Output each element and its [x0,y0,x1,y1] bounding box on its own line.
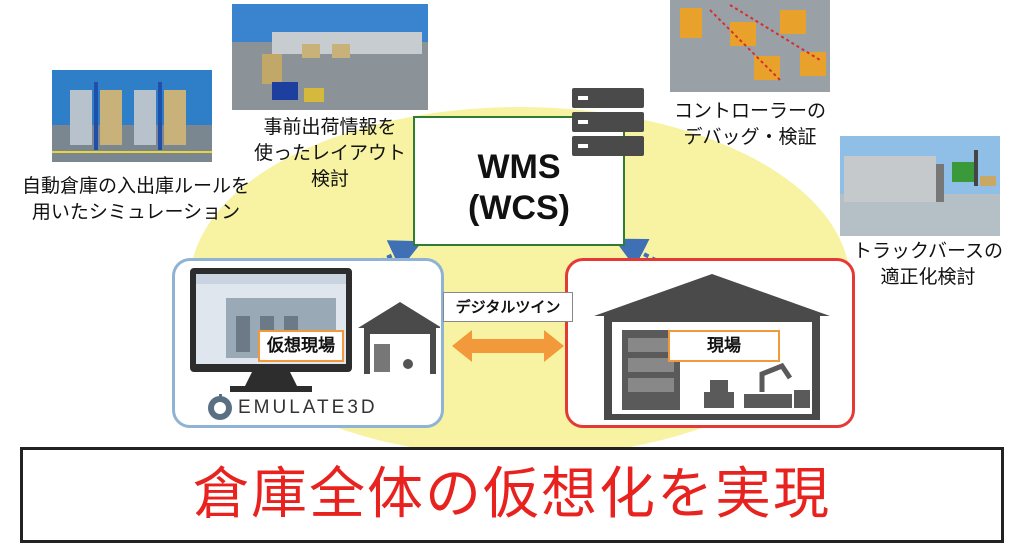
auto-warehouse-image [52,70,212,162]
bidirectional-arrow [452,330,564,362]
banner-text: 倉庫全体の仮想化を実現 [193,462,831,527]
virtual-site-label: 仮想現場 [258,330,344,362]
summary-banner: 倉庫全体の仮想化を実現 [20,447,1004,543]
auto-warehouse-caption: 自動倉庫の入出庫ルールを 用いたシミュレーション [21,175,250,223]
emulate3d-logo-text: EMULATE3D [238,397,378,418]
layout-study-image [232,4,428,110]
digital-twin-label: デジタルツイン [443,292,573,322]
wms-subtitle: (WCS) [468,189,570,227]
truck-berth-caption: トラックバースの 適正化検討 [852,240,1004,288]
controller-caption: コントローラーの デバッグ・検証 [673,100,826,148]
controller-image [670,0,830,92]
truck-berth-image [840,136,1000,236]
server-icon [572,88,644,156]
real-site-label: 現場 [668,330,780,362]
layout-caption: 事前出荷情報を 使ったレイアウト 検討 [253,116,406,190]
emulate3d-logo-icon [208,394,232,420]
wms-title: WMS [477,148,561,186]
